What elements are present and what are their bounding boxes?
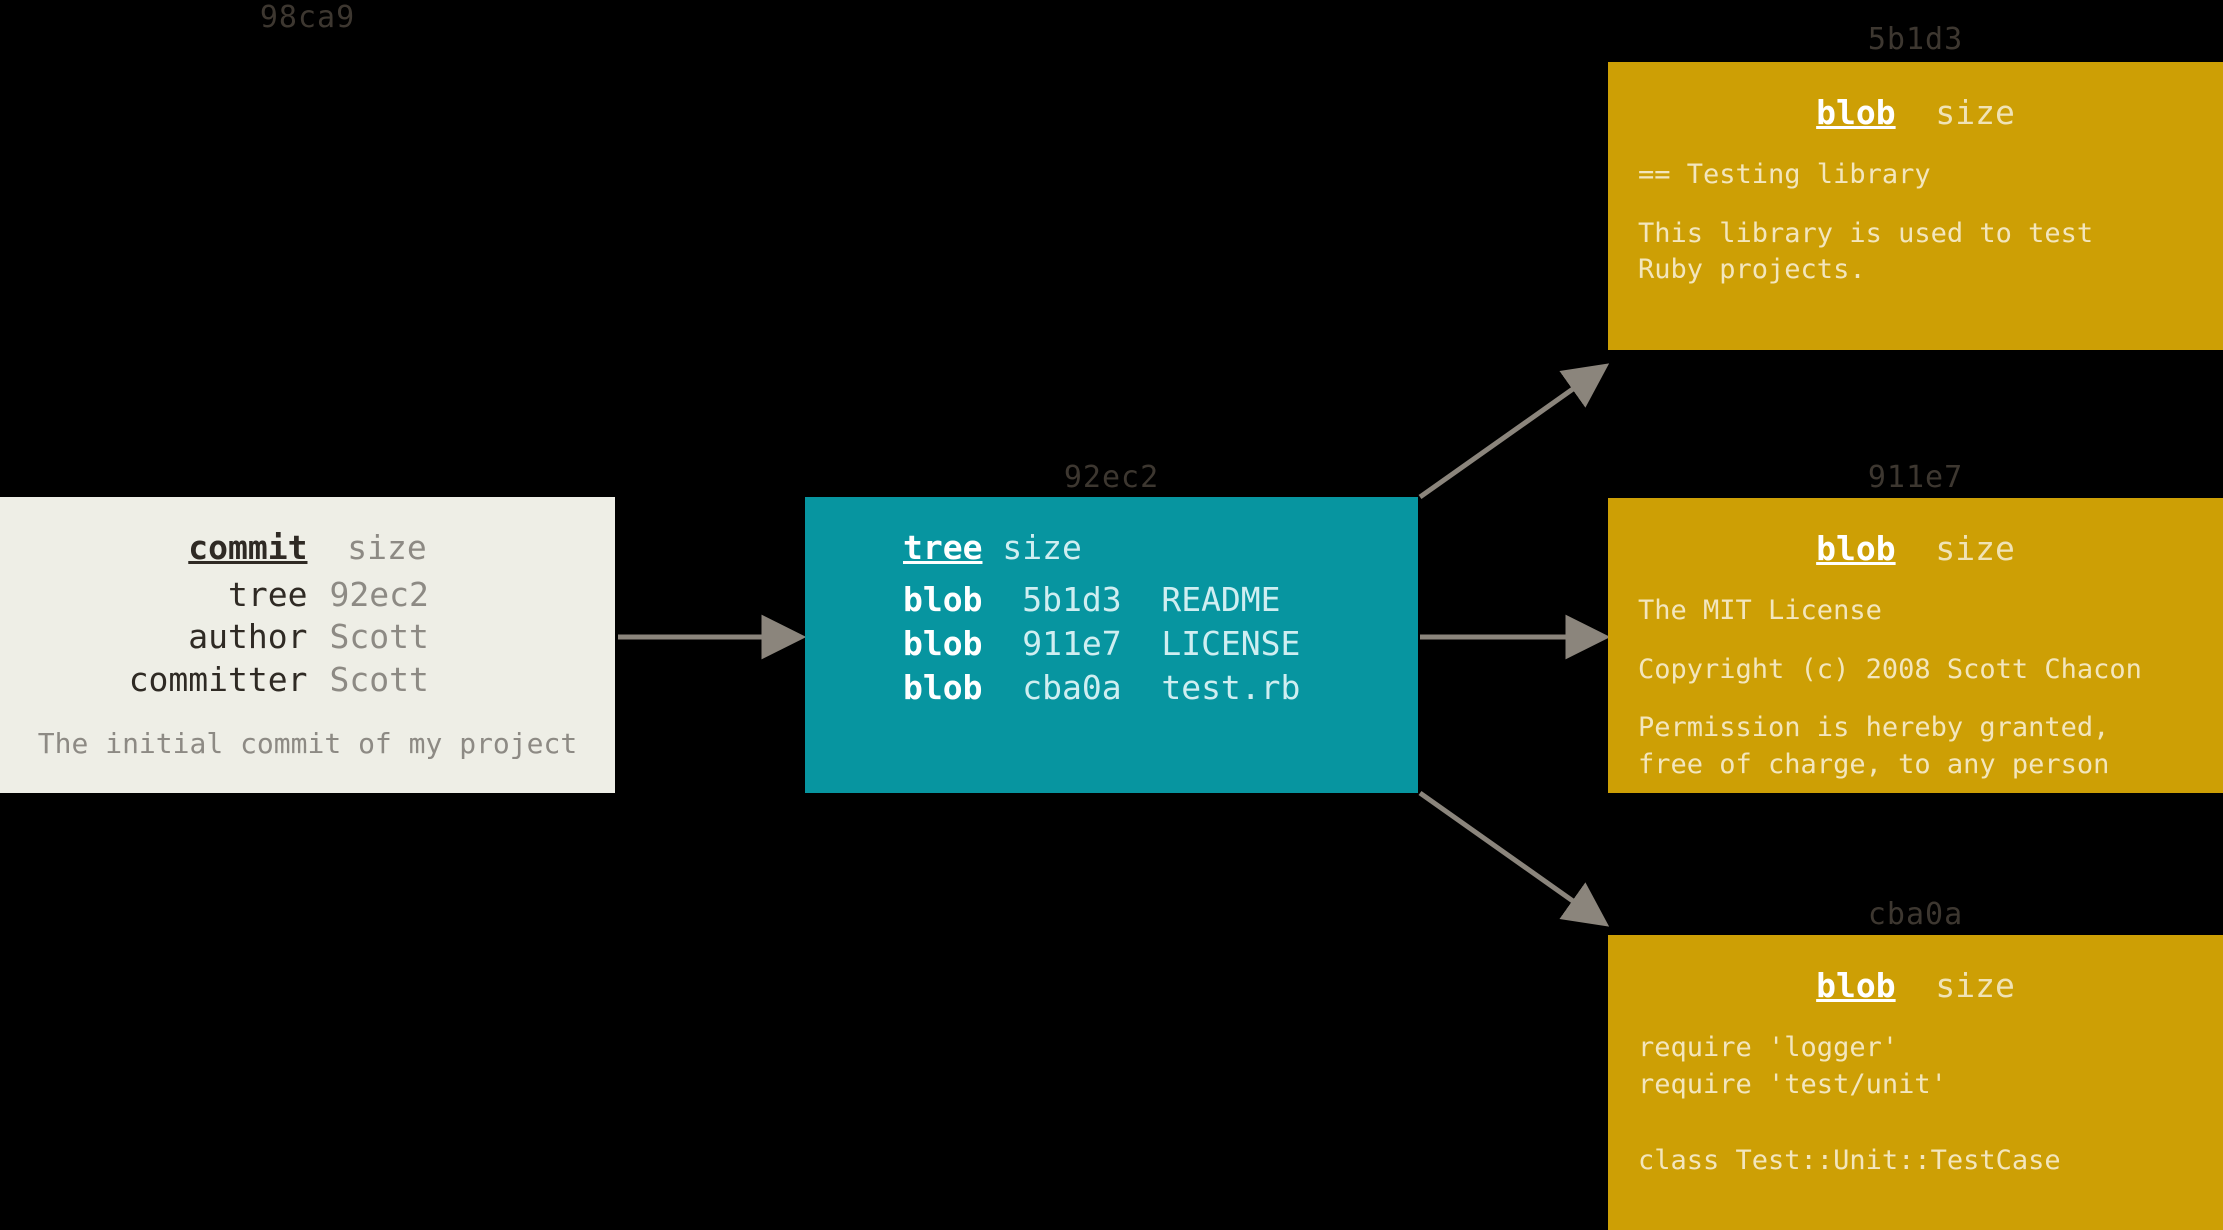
tree-object-box[interactable]: tree size blob 5b1d3 README blob 911e7 L… bbox=[805, 497, 1418, 793]
blob-kind-label: blob bbox=[1816, 966, 1896, 1005]
tree-entry-row[interactable]: blob cba0a test.rb bbox=[903, 666, 1418, 710]
blob-size-label: size bbox=[1935, 93, 2015, 132]
commit-kind-label: commit bbox=[188, 528, 308, 567]
blob-content-cba0a: require 'logger' require 'test/unit' cla… bbox=[1608, 1030, 2223, 1179]
commit-field-list: tree 92ec2 author Scott committer Scott bbox=[0, 574, 615, 701]
commit-field-row: author Scott bbox=[78, 616, 538, 658]
tree-hash-label: 92ec2 bbox=[1063, 460, 1160, 495]
blob-object-box-911e7[interactable]: blob size The MIT License Copyright (c) … bbox=[1608, 498, 2223, 793]
tree-entry-list: blob 5b1d3 README blob 911e7 LICENSE blo… bbox=[805, 578, 1418, 710]
blob-paragraph: == Testing library bbox=[1638, 159, 1931, 191]
blob-content-911e7: The MIT License Copyright (c) 2008 Scott… bbox=[1608, 593, 2223, 783]
tree-entry-hash: cba0a bbox=[1022, 668, 1122, 707]
commit-field-key: tree bbox=[228, 575, 308, 615]
blob-hash-label-5b1d3: 5b1d3 bbox=[1867, 22, 1964, 57]
tree-entry-mode: blob bbox=[903, 580, 983, 620]
tree-entry-mode: blob bbox=[903, 624, 983, 664]
tree-entry-hash: 911e7 bbox=[1022, 624, 1122, 664]
arrow-tree-to-blob-cba0a bbox=[1418, 790, 1610, 927]
tree-entry-row[interactable]: blob 911e7 LICENSE bbox=[903, 622, 1418, 666]
tree-header: tree size bbox=[805, 497, 1418, 568]
blob-paragraph: Permission is hereby granted, free of ch… bbox=[1638, 712, 2110, 780]
blob-header: blob size bbox=[1608, 62, 2223, 133]
commit-object-box[interactable]: commit size tree 92ec2 author Scott comm… bbox=[0, 497, 615, 793]
blob-size-label: size bbox=[1935, 529, 2015, 568]
tree-entry-hash: 5b1d3 bbox=[1022, 580, 1122, 620]
blob-hash-label-cba0a: cba0a bbox=[1867, 897, 1964, 932]
commit-size-label: size bbox=[347, 528, 427, 567]
commit-field-value: Scott bbox=[329, 617, 429, 657]
commit-field-row: tree 92ec2 bbox=[78, 574, 538, 616]
tree-kind-label: tree bbox=[903, 528, 983, 567]
tree-entry-name: LICENSE bbox=[1161, 624, 1301, 664]
tree-entry-name: test.rb bbox=[1161, 668, 1301, 707]
blob-header: blob size bbox=[1608, 498, 2223, 569]
blob-paragraph: class Test::Unit::TestCase bbox=[1638, 1145, 2061, 1177]
blob-paragraph: This library is used to test Ruby projec… bbox=[1638, 217, 2094, 286]
tree-entry-name: README bbox=[1161, 580, 1281, 620]
tree-entry-mode: blob bbox=[903, 668, 983, 707]
blob-object-box-cba0a[interactable]: blob size require 'logger' require 'test… bbox=[1608, 935, 2223, 1230]
arrow-tree-to-blob-5b1d3 bbox=[1418, 363, 1610, 500]
commit-message: The initial commit of my project bbox=[37, 726, 578, 760]
blob-kind-label: blob bbox=[1816, 529, 1896, 568]
blob-content-5b1d3: == Testing library This library is used … bbox=[1608, 157, 2223, 288]
commit-header: commit size bbox=[0, 497, 615, 568]
commit-field-row: committer Scott bbox=[78, 659, 538, 701]
blob-size-label: size bbox=[1935, 966, 2015, 1005]
blob-object-box-5b1d3[interactable]: blob size == Testing library This librar… bbox=[1608, 62, 2223, 350]
commit-field-value: Scott bbox=[329, 659, 429, 699]
blob-kind-label: blob bbox=[1816, 93, 1896, 132]
blob-paragraph: The MIT License bbox=[1638, 595, 1882, 627]
commit-field-key: author bbox=[188, 617, 308, 657]
tree-size-label: size bbox=[1002, 528, 1082, 567]
tree-entry-row[interactable]: blob 5b1d3 README bbox=[903, 578, 1418, 622]
commit-hash-label: 98ca9 bbox=[259, 0, 356, 35]
blob-paragraph: Copyright (c) 2008 Scott Chacon bbox=[1638, 653, 2142, 685]
blob-hash-label-911e7: 911e7 bbox=[1867, 460, 1964, 495]
blob-paragraph: require 'logger' require 'test/unit' bbox=[1638, 1032, 1947, 1100]
commit-field-value: 92ec2 bbox=[329, 575, 429, 615]
blob-header: blob size bbox=[1608, 935, 2223, 1006]
commit-field-key: committer bbox=[128, 659, 308, 699]
